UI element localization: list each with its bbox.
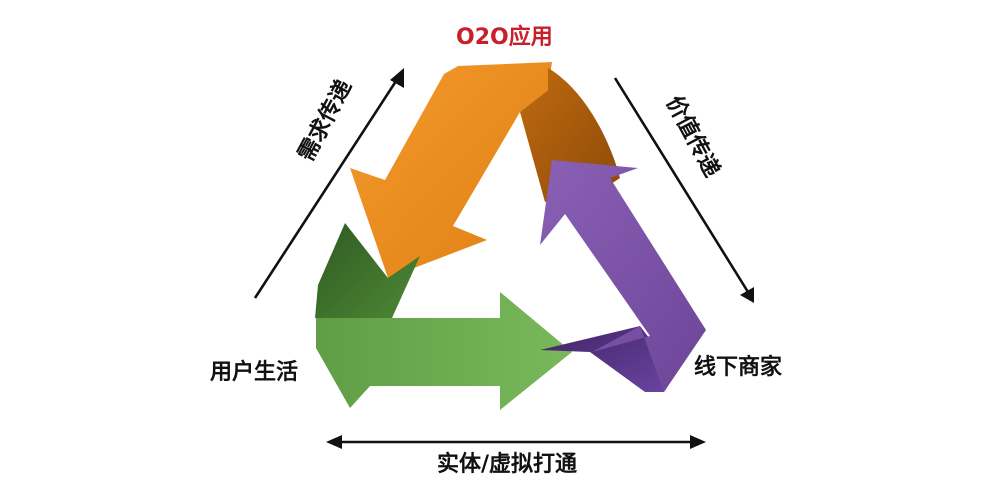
orange-arrow	[350, 62, 552, 278]
offline-merchants-label: 线下商家	[694, 355, 783, 380]
green-fold	[315, 223, 420, 326]
demand-transfer-arrow	[253, 68, 404, 299]
user-life-label: 用户生活	[210, 360, 299, 385]
value-transfer-arrow	[613, 77, 754, 303]
online-offline-integration-label: 实体/虚拟打通	[437, 452, 578, 477]
purple-arrow	[540, 160, 706, 392]
purple-fold	[540, 326, 664, 392]
integration-arrow	[326, 435, 706, 449]
green-arrow	[316, 292, 572, 410]
o2o-app-label: O2O应用	[456, 25, 553, 50]
